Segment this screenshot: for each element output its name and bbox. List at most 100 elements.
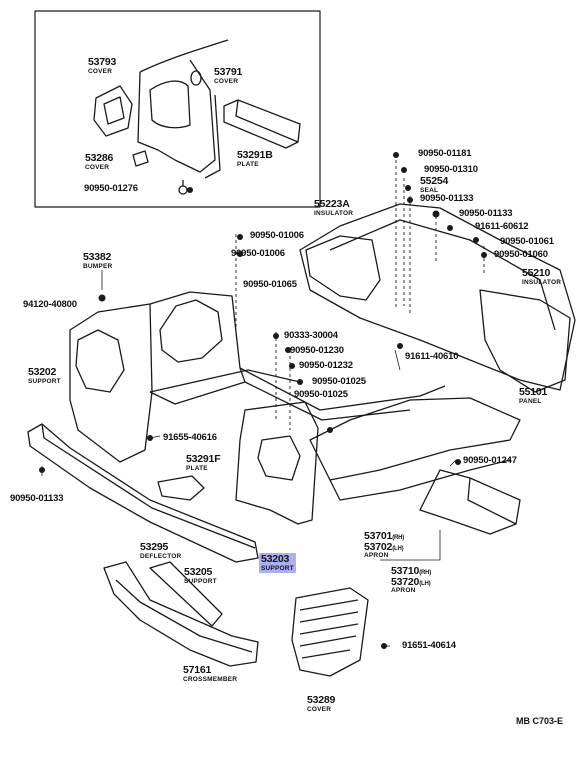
part-number: 55254 [420, 175, 449, 187]
part-number: 53291B [237, 149, 273, 161]
label-90950-01247: 90950-01247 [463, 456, 517, 466]
label-91651-40614: 91651-40614 [402, 641, 456, 651]
label-90950-01025-lower: 90950-01025 [294, 390, 348, 400]
part-number: 91611-60612 [475, 221, 529, 232]
part-number: 55101 [519, 386, 548, 398]
label-90950-01232: 90950-01232 [299, 361, 353, 371]
label-90950-01310: 90950-01310 [424, 165, 478, 175]
label-91611-40610: 91611-40610 [405, 352, 458, 362]
part-number: 53382 [83, 251, 112, 263]
part-number: 53295 [140, 541, 169, 553]
part-name: APRON [391, 587, 416, 594]
part-name: COVER [88, 67, 113, 75]
label-53291b: 53291B PLATE [237, 150, 273, 168]
label-53202: 53202 SUPPORT [28, 367, 61, 385]
part-number: 53205 [184, 566, 213, 578]
fastener-markers [39, 152, 487, 649]
part-name: INSULATOR [314, 209, 354, 217]
crossmember-57161 [103, 561, 259, 667]
apron-53701 [309, 397, 521, 481]
inset-panel-edge [139, 39, 229, 73]
label-53791: 53791 COVER [214, 67, 242, 85]
label-53710-53720: 53710(RH) 53720(LH) APRON [391, 566, 431, 595]
part-number: 94120-40800 [23, 299, 77, 310]
cover-53791 [190, 70, 202, 86]
part-number: 53203 [261, 553, 290, 565]
part-name: PLATE [186, 464, 208, 472]
part-number: 91611-40610 [405, 351, 459, 362]
part-number: 90950-01181 [418, 148, 472, 159]
label-90950-01065: 90950-01065 [243, 280, 297, 290]
label-90950-01061: 90950-01061 [500, 237, 554, 247]
label-90950-01276: 90950-01276 [84, 184, 138, 194]
part-name: COVER [85, 163, 110, 171]
part-number: 90950-01061 [500, 236, 554, 247]
label-55101: 55101 PANEL [519, 387, 547, 405]
inset-frame [34, 10, 321, 208]
insulator-55210 [479, 289, 571, 393]
part-number: 90950-01276 [84, 183, 138, 194]
part-name: INSULATOR [522, 278, 562, 286]
part-number: 90950-01060 [494, 249, 548, 260]
bolt-90950-01276 [178, 185, 188, 195]
support-53202 [69, 303, 153, 463]
part-name: BUMPER [83, 262, 113, 270]
part-number: 53702(LH) [364, 540, 404, 553]
part-name: DEFLECTOR [140, 552, 182, 560]
label-53289: 53289 COVER [307, 695, 335, 713]
label-53203-highlighted[interactable]: 53203 SUPPORT [259, 553, 296, 573]
part-number: 90950-01006 [250, 230, 304, 241]
part-number: 90950-01232 [299, 360, 353, 371]
label-90950-01006-lower: 90950-01006 [231, 249, 285, 259]
label-90950-01133-left: 90950-01133 [10, 494, 63, 504]
part-name: SEAL [420, 186, 439, 194]
part-name: APRON [364, 552, 389, 559]
label-55254: 55254 SEAL [420, 176, 448, 194]
label-55223a: 55223A INSULATOR [314, 199, 353, 217]
part-name: SUPPORT [28, 377, 61, 385]
label-91655-40616: 91655-40616 [163, 433, 217, 443]
part-number: 53202 [28, 366, 57, 378]
insulator-55223a [305, 235, 381, 301]
label-53295: 53295 DEFLECTOR [140, 542, 181, 560]
label-90950-01230: 90950-01230 [290, 346, 344, 356]
part-number: 90950-01230 [290, 345, 344, 356]
part-number: 90950-01006 [231, 248, 285, 259]
label-53382: 53382 BUMPER [83, 252, 112, 270]
support-53203 [235, 401, 319, 525]
part-number: 53701(RH) [364, 530, 405, 542]
apron-53710 [419, 469, 521, 535]
label-90950-01181: 90950-01181 [418, 149, 471, 159]
support-53205 [27, 423, 259, 563]
label-57161: 57161 CROSSMEMBER [183, 665, 237, 683]
label-90950-01006-upper: 90950-01006 [250, 231, 304, 241]
cover-53286 [132, 150, 149, 167]
part-number: 53286 [85, 152, 114, 164]
part-number: 90950-01025 [294, 389, 348, 400]
part-number: 90950-01247 [463, 455, 517, 466]
label-90950-01060: 90950-01060 [494, 250, 548, 260]
part-name: CROSSMEMBER [183, 675, 238, 683]
label-90333-30004: 90333-30004 [284, 331, 338, 341]
part-name: COVER [214, 77, 239, 85]
plate-53291f [157, 475, 205, 501]
part-number: 53289 [307, 694, 336, 706]
label-53701-53702: 53701(RH) 53702(LH) APRON [364, 531, 404, 560]
part-number: 91655-40616 [163, 432, 217, 443]
plate-53291b [223, 99, 301, 149]
diagram-code: MB C703-E [516, 716, 564, 726]
part-name: PLATE [237, 160, 259, 168]
part-number: 91651-40614 [402, 640, 456, 651]
label-53286: 53286 COVER [85, 153, 113, 171]
part-number: 55223A [314, 198, 350, 210]
cover-53793 [93, 85, 133, 137]
part-name: PANEL [519, 397, 542, 405]
part-number: 53793 [88, 56, 117, 68]
part-number: 90333-30004 [284, 330, 338, 341]
deflector-53295 [149, 561, 223, 627]
part-number: 53720(LH) [391, 575, 431, 588]
part-number: 90950-01133 [10, 493, 64, 504]
part-name: SUPPORT [261, 564, 294, 572]
part-number: 90950-01133 [459, 208, 513, 219]
